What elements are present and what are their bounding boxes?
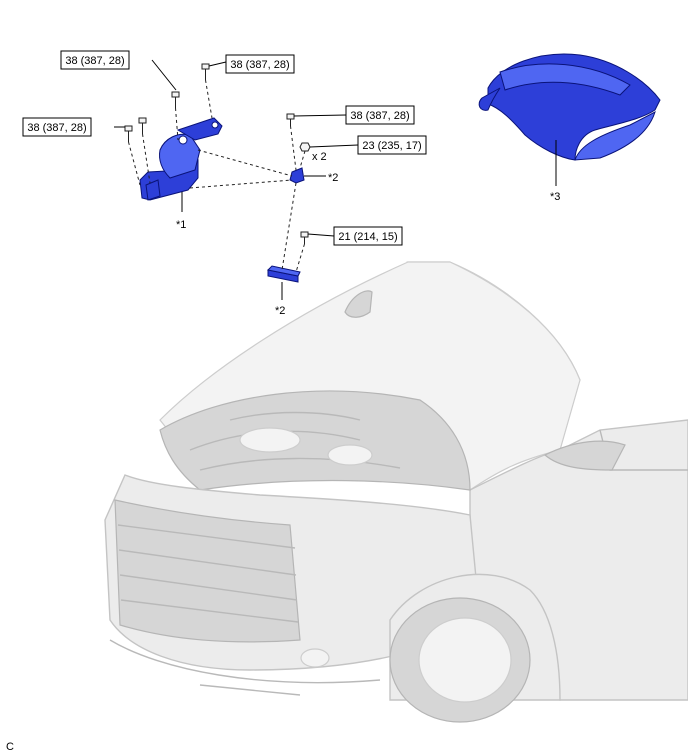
- svg-text:38 (387, 28): 38 (387, 28): [27, 122, 86, 134]
- svg-text:38 (387, 28): 38 (387, 28): [65, 55, 124, 67]
- quantity-note: x 2: [312, 151, 327, 163]
- svg-text:21 (214, 15): 21 (214, 15): [338, 231, 397, 243]
- vehicle-illustration: [104, 261, 688, 723]
- bolt-icon: [138, 117, 147, 134]
- svg-text:23 (235, 17): 23 (235, 17): [362, 140, 421, 152]
- torque-label: 38 (387, 28): [60, 50, 130, 70]
- torque-label: 21 (214, 15): [333, 226, 403, 246]
- svg-text:38 (387, 28): 38 (387, 28): [350, 110, 409, 122]
- front-grille: [114, 499, 301, 643]
- part-callout-2-lower: *2: [275, 305, 285, 317]
- bolt-icon: [286, 113, 295, 126]
- part-callout-3: *3: [550, 191, 560, 203]
- small-bracket-upper-part[interactable]: [286, 113, 311, 184]
- torque-label: 38 (387, 28): [22, 117, 92, 137]
- headlight: [543, 440, 626, 471]
- front-rim: [418, 617, 512, 703]
- leader-lines: [114, 59, 557, 300]
- nut-icon: [299, 142, 311, 152]
- bolt-icon: [300, 231, 309, 244]
- small-bracket-lower-part[interactable]: [266, 231, 309, 283]
- torque-label: 38 (387, 28): [225, 54, 295, 74]
- side-mirror: [344, 290, 373, 318]
- torque-label: 38 (387, 28): [345, 105, 415, 125]
- svg-text:38 (387, 28): 38 (387, 28): [230, 59, 289, 71]
- bolt-icon: [171, 91, 180, 108]
- engine-mount-bracket-part[interactable]: [139, 117, 223, 201]
- fog-light: [300, 648, 330, 668]
- assembly-guide-lines: [128, 79, 306, 273]
- corner-code: C: [6, 741, 14, 753]
- engine-cover-part[interactable]: [478, 53, 661, 161]
- part-callout-2-upper: *2: [328, 172, 338, 184]
- torque-label: 23 (235, 17): [357, 135, 427, 155]
- bolt-icon: [201, 63, 210, 80]
- part-callout-1: *1: [176, 219, 186, 231]
- bracket-bolts: [124, 63, 210, 142]
- bolt-icon: [124, 125, 133, 142]
